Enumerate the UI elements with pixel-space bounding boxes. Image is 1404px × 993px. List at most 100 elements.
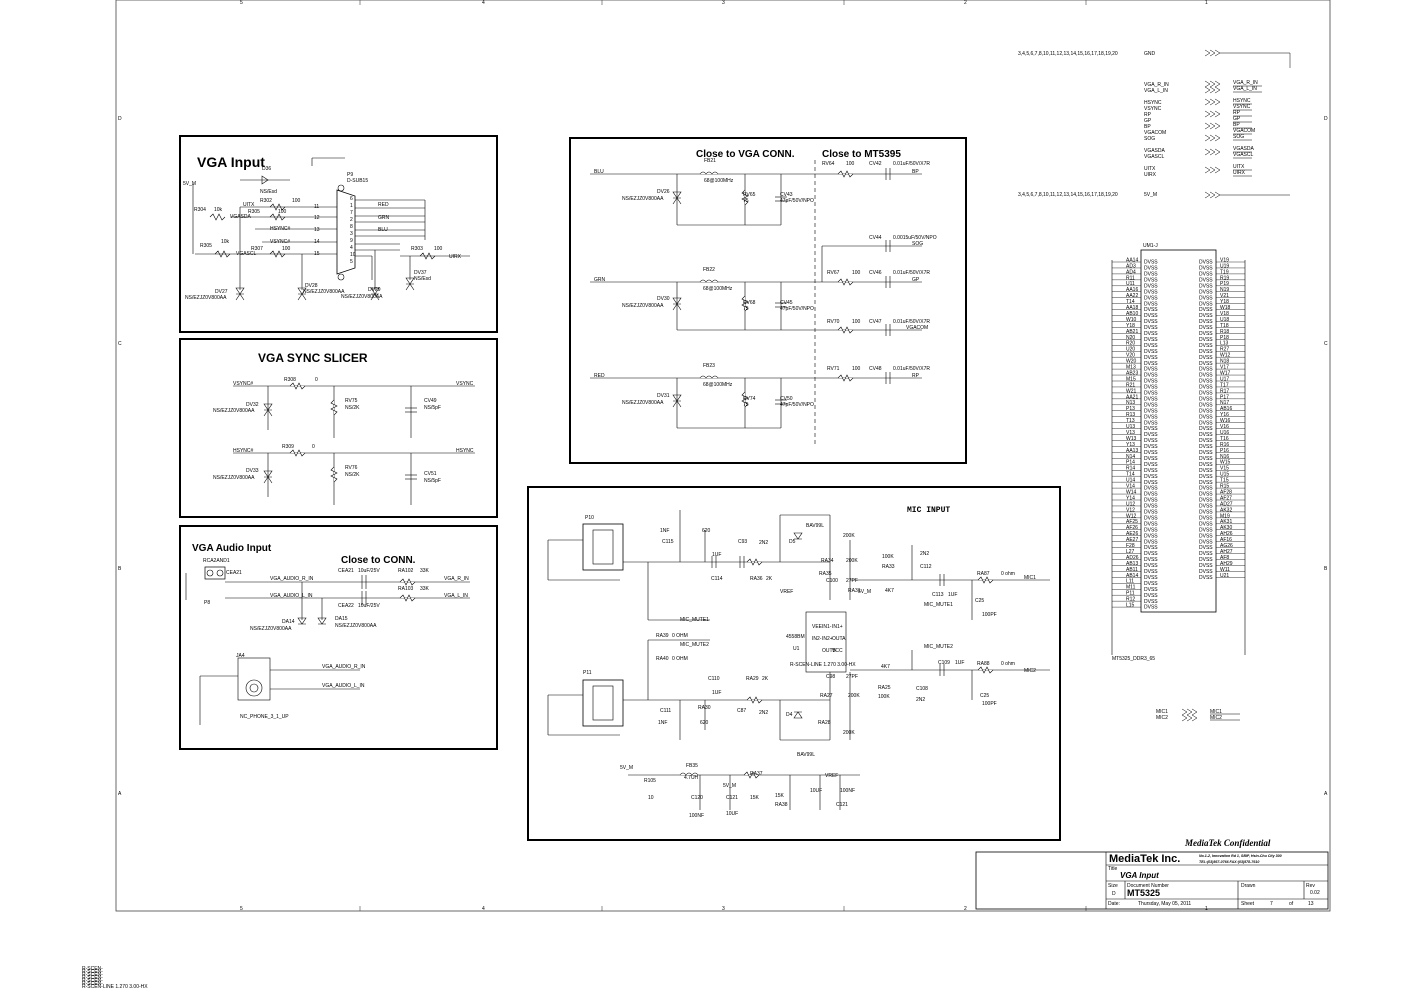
svg-text:RV71: RV71 — [827, 366, 840, 372]
ic-left-pin-name: DVSS — [1144, 599, 1158, 605]
ic-right-ball: U18 — [1220, 317, 1229, 323]
svg-text:0.01uF/50V/X7R: 0.01uF/50V/X7R — [893, 319, 930, 325]
ic-left-pin-name: DVSS — [1144, 569, 1158, 575]
sync-slicer-title: VGA SYNC SLICER — [258, 351, 368, 365]
svg-text:A: A — [1324, 791, 1328, 797]
ic-right-pin-name: DVSS — [1199, 373, 1213, 379]
ic-right-ball: W16 — [1220, 418, 1231, 424]
svg-text:SOG: SOG — [1233, 134, 1244, 140]
svg-text:VSYNC: VSYNC — [1233, 104, 1251, 110]
svg-text:BLU: BLU — [594, 169, 604, 175]
ic-left-pin-name: DVSS — [1144, 283, 1158, 289]
ic-right-ball: N18 — [1220, 359, 1229, 365]
svg-text:VGASCL: VGASCL — [236, 251, 257, 257]
svg-text:RP: RP — [1233, 110, 1241, 116]
svg-text:Date:: Date: — [1108, 901, 1120, 907]
svg-text:NS/EZJZ0V800AA: NS/EZJZ0V800AA — [622, 303, 664, 309]
ic-right-pin-name: DVSS — [1199, 272, 1213, 278]
svg-text:2: 2 — [964, 0, 967, 6]
svg-text:200K: 200K — [843, 730, 855, 736]
svg-text:2N2: 2N2 — [916, 697, 925, 703]
ic-right-ball: AF27 — [1220, 495, 1232, 501]
svg-text:RA33: RA33 — [882, 564, 895, 570]
ic-right-pin-name: DVSS — [1199, 331, 1213, 337]
svg-text:4K7: 4K7 — [881, 664, 890, 670]
ic-left-pin-name: DVSS — [1144, 450, 1158, 456]
svg-text:5V_M: 5V_M — [1144, 192, 1157, 198]
svg-text:68@100MHz: 68@100MHz — [704, 178, 734, 184]
svg-text:HSYNC: HSYNC — [456, 448, 474, 454]
ic-right-ball: T15 — [1220, 478, 1229, 484]
svg-text:1NF: 1NF — [658, 720, 667, 726]
svg-text:VGA_R_IN: VGA_R_IN — [1144, 82, 1169, 88]
ic-left-ball: AA14 — [1126, 257, 1138, 263]
svg-text:47pF/50V/NPO: 47pF/50V/NPO — [780, 402, 814, 408]
ic-right-ball: Y16 — [1220, 412, 1229, 418]
svg-text:D: D — [1112, 891, 1116, 897]
svg-text:CV49: CV49 — [424, 398, 437, 404]
ic-right-pin-name: DVSS — [1199, 450, 1213, 456]
svg-text:IN2+: IN2+ — [822, 636, 833, 642]
ic-left-ball: Y13 — [1126, 442, 1135, 448]
ic-right-pin-name: DVSS — [1199, 337, 1213, 343]
svg-text:DV37: DV37 — [414, 270, 427, 276]
ic-right-ball: U15 — [1220, 472, 1229, 478]
ic-right-pin-name: DVSS — [1199, 504, 1213, 510]
svg-text:4558BM: 4558BM — [786, 634, 805, 640]
svg-text:100: 100 — [846, 161, 855, 167]
ic-right-ball: R15 — [1220, 484, 1229, 490]
svg-text:RA29: RA29 — [746, 676, 759, 682]
svg-text:NS/EZJZ0V800AA: NS/EZJZ0V800AA — [622, 400, 664, 406]
svg-text:75: 75 — [743, 402, 749, 408]
svg-text:VGA_AUDIO_R_IN: VGA_AUDIO_R_IN — [322, 664, 366, 670]
svg-text:RV67: RV67 — [827, 270, 840, 276]
ic-left-pin-name: DVSS — [1144, 504, 1158, 510]
svg-text:VGACOM: VGACOM — [1144, 130, 1166, 136]
svg-text:12: 12 — [314, 215, 320, 221]
svg-text:RA36: RA36 — [750, 576, 763, 582]
svg-text:C121: C121 — [726, 795, 738, 801]
ic-right-ball: N19 — [1220, 287, 1229, 293]
ic-left-ball: Y14 — [1126, 495, 1135, 501]
svg-text:R-SCEN-: R-SCEN- — [82, 969, 103, 975]
ic-left-ball: U20 — [1126, 347, 1135, 353]
svg-text:47pF/50V/NPO: 47pF/50V/NPO — [780, 198, 814, 204]
ic-left-pin-name: DVSS — [1144, 313, 1158, 319]
svg-text:10uF/25V: 10uF/25V — [358, 603, 380, 609]
svg-text:VGA_R_IN: VGA_R_IN — [1233, 80, 1258, 86]
rgb-channel-grn — [590, 276, 922, 336]
svg-text:7: 7 — [1270, 901, 1273, 907]
svg-text:MIC_MUTE1: MIC_MUTE1 — [924, 602, 953, 608]
svg-text:0.01uF/50V/X7R: 0.01uF/50V/X7R — [893, 270, 930, 276]
svg-text:RV74: RV74 — [743, 396, 756, 402]
svg-text:VREF: VREF — [780, 589, 793, 595]
ic-left-ball: R20 — [1126, 341, 1135, 347]
svg-text:NS/2K: NS/2K — [345, 472, 360, 478]
ic-right-ball: P17 — [1220, 394, 1229, 400]
ic-right-ball: U21 — [1220, 573, 1229, 579]
ic-right-ball: M19 — [1220, 513, 1230, 519]
ic-right-pin-name: DVSS — [1199, 414, 1213, 420]
ic-left-ball: V12 — [1126, 507, 1135, 513]
ic-left-pin-name: DVSS — [1144, 593, 1158, 599]
svg-text:MT5325_DDR3_65: MT5325_DDR3_65 — [1112, 656, 1155, 662]
ic-left-pin-name: DVSS — [1144, 492, 1158, 498]
svg-text:HSYNC: HSYNC — [1233, 98, 1251, 104]
ic-left-pin-name: DVSS — [1144, 355, 1158, 361]
svg-text:MIC2: MIC2 — [1210, 715, 1222, 721]
ic-left-ball: AA21 — [1126, 394, 1138, 400]
svg-text:CV51: CV51 — [424, 471, 437, 477]
svg-text:0.01uF/50V/X7R: 0.01uF/50V/X7R — [893, 366, 930, 372]
svg-text:6: 6 — [350, 196, 353, 202]
svg-text:CEA21: CEA21 — [226, 570, 242, 576]
ic-left-pin-name: DVSS — [1144, 474, 1158, 480]
mic-input-block: MIC INPUT P10 P11 — [527, 486, 1061, 841]
offpage-signal-list: VGA_R_IN VGA_R_IN VGA_L_IN VGA_L_IN HSYN… — [1144, 80, 1258, 178]
svg-text:VGASCL: VGASCL — [1144, 154, 1165, 160]
ic-left-pin-name: DVSS — [1144, 295, 1158, 301]
vga-audio-title: VGA Audio Input — [192, 543, 272, 554]
svg-text:CV46: CV46 — [869, 270, 882, 276]
svg-text:D5: D5 — [789, 539, 796, 545]
svg-text:0 ohm: 0 ohm — [1001, 571, 1015, 577]
svg-text:RA88: RA88 — [977, 661, 990, 667]
